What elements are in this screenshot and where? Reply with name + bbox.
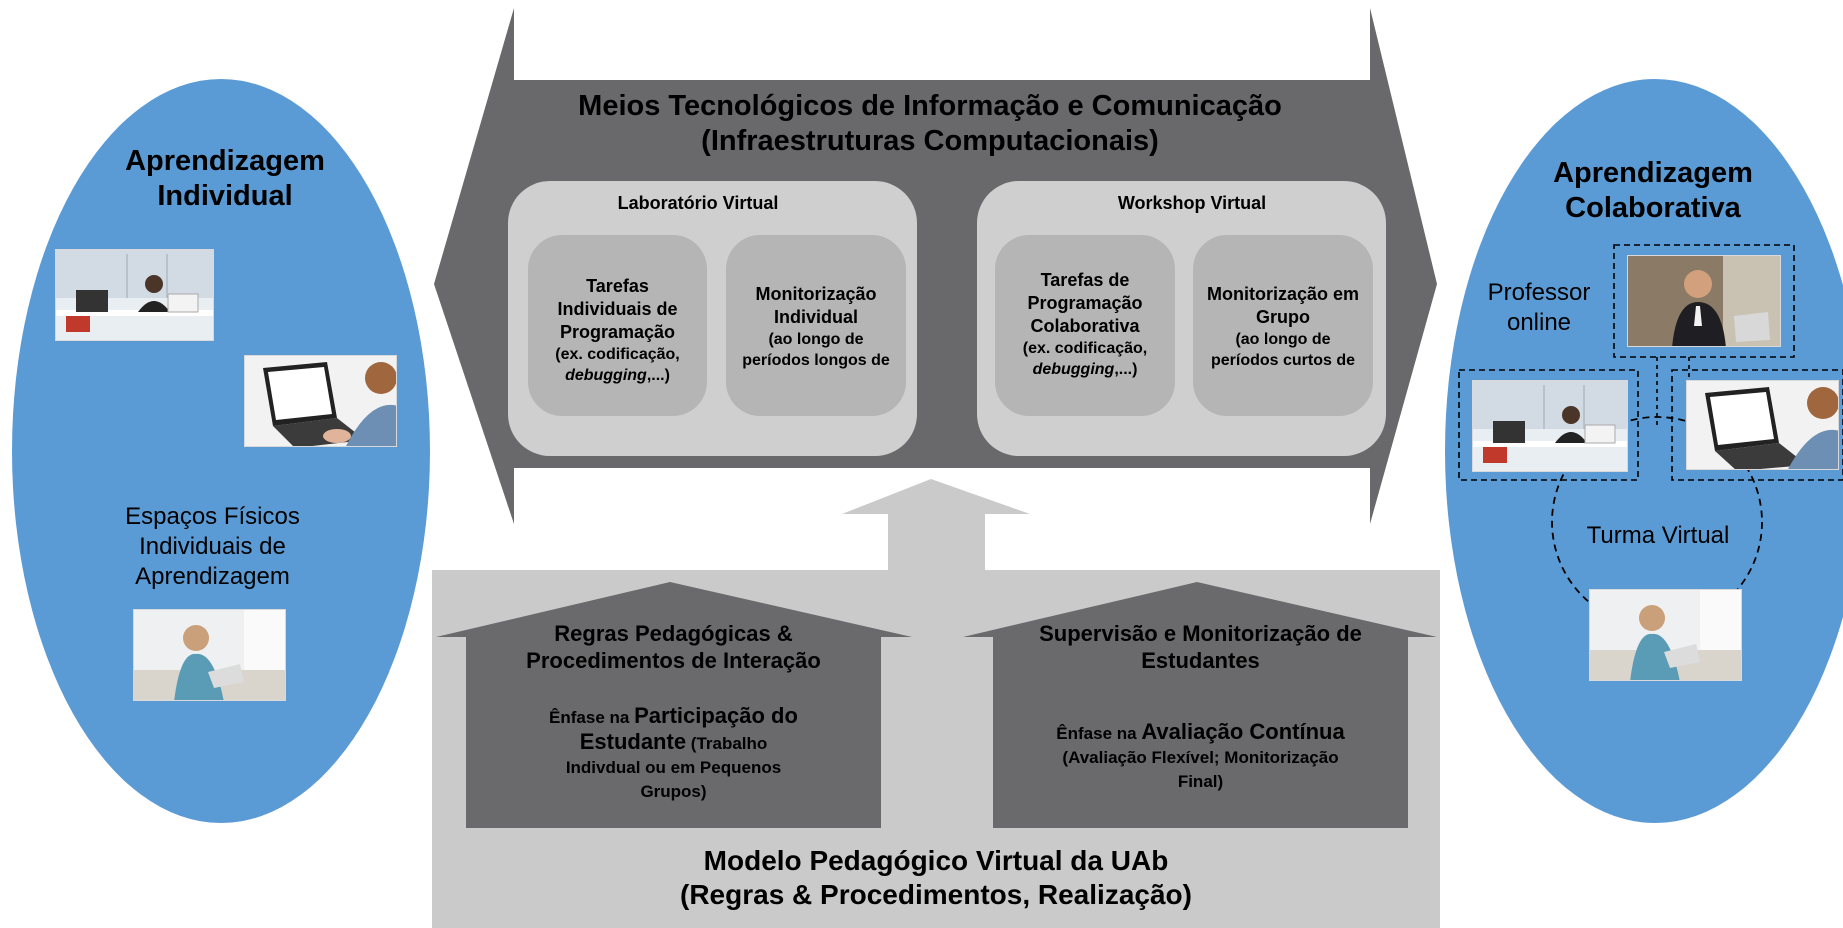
up-arrow [842, 479, 1030, 572]
workshop-card-tasks-line1: Tarefas de [1040, 270, 1130, 290]
professor-online-line2: online [1506, 309, 1572, 336]
lab-card-tasks-line3: Programação [559, 322, 676, 342]
participation-emph-line3: Indivdual ou em Pequenos [565, 758, 782, 777]
lab-card-tasks-line4: (ex. codificação, [555, 346, 680, 363]
participation-emph-small2: (Trabalho [686, 734, 768, 753]
lab-card-monitoring: Monitorização Individual (ao longo de pe… [726, 235, 906, 416]
photo-man-laptop-2-icon [1686, 380, 1839, 470]
photo-woman-desk-icon [55, 249, 214, 341]
professor-photo-frame [1613, 244, 1795, 358]
pedagogical-rules-line1: Regras Pedagógicas & [554, 621, 793, 646]
physical-spaces-label: Espaços Físicos Individuais de Aprendiza… [90, 502, 335, 592]
student-right-photo-frame [1671, 369, 1843, 481]
lab-card-tasks-italic: debugging [565, 367, 647, 384]
photo-man-laptop-icon [244, 355, 397, 447]
house-right-shape [963, 582, 1437, 828]
workshop-card-monitoring-line4: períodos curtos de [1210, 352, 1356, 369]
lab-card-tasks-line1: Tarefas [586, 276, 649, 296]
supervision-line2: Estudantes [1141, 648, 1260, 673]
hexagon-title-line1: Meios Tecnológicos de Informação e Comun… [578, 90, 1282, 122]
pedagogical-rules-line2: Procedimentos de Interação [526, 648, 821, 673]
workshop-card-monitoring-line1: Monitorização em [1206, 284, 1360, 304]
lab-card-monitoring-line3: (ao longo de [768, 331, 864, 348]
virtual-pedagogical-model-line2: (Regras & Procedimentos, Realização) [680, 879, 1192, 910]
lab-card-monitoring-line2: Individual [773, 307, 858, 327]
virtual-class-label: Turma Virtual [1586, 522, 1730, 549]
workshop-card-tasks-rest: ,...) [1114, 361, 1138, 378]
photo-woman-sofa-icon [133, 609, 286, 701]
photo-woman-desk-2-icon [1472, 380, 1628, 472]
evaluation-emphasis: Ênfase na Avaliação Contínua (Avaliação … [993, 720, 1408, 794]
evaluation-emph-line3: Final) [1177, 772, 1224, 791]
collaborative-learning-title: Aprendizagem Colaborativa [1498, 156, 1808, 226]
professor-online-label: Professor online [1462, 278, 1616, 338]
participation-emph-big2: Estudante [579, 729, 687, 754]
workshop-card-tasks-line4: (ex. codificação, [1022, 340, 1148, 357]
individual-learning-title-line2: Individual [157, 180, 293, 212]
workshop-card-tasks-italic: debugging [1032, 361, 1115, 378]
virtual-workshop-box: Workshop Virtual Tarefas de Programação … [977, 181, 1386, 456]
photo-woman-sofa-2-icon [1589, 589, 1742, 681]
photo-man-headset-icon [1627, 255, 1781, 347]
lab-card-monitoring-line1: Monitorização [755, 284, 877, 304]
individual-learning-title: Aprendizagem Individual [70, 144, 380, 214]
hexagon-title-line2: (Infraestruturas Computacionais) [701, 125, 1159, 157]
participation-emph-line4: Grupos) [640, 782, 707, 801]
collaborative-learning-title-line1: Aprendizagem [1553, 157, 1753, 189]
individual-learning-title-line1: Aprendizagem [125, 145, 325, 177]
student-left-photo-frame [1458, 369, 1639, 481]
evaluation-emph-small: Ênfase na [1056, 724, 1142, 743]
professor-online-line1: Professor [1487, 279, 1591, 306]
hexagon-title: Meios Tecnológicos de Informação e Comun… [500, 89, 1360, 159]
supervision-title: Supervisão e Monitorização de Estudantes [993, 620, 1408, 674]
participation-emph-big1: Participação do [634, 703, 798, 728]
virtual-pedagogical-model-title: Modelo Pedagógico Virtual da UAb (Regras… [432, 844, 1440, 912]
lab-card-monitoring-line4: períodos longos de [742, 352, 890, 369]
participation-emphasis: Ênfase na Participação do Estudante (Tra… [466, 704, 881, 804]
lab-card-tasks-rest: ,...) [646, 367, 670, 384]
virtual-class-circle [1551, 416, 1763, 628]
physical-spaces-line1: Espaços Físicos [125, 503, 300, 530]
evaluation-emph-big: Avaliação Contínua [1141, 719, 1345, 744]
virtual-workshop-title: Workshop Virtual [1117, 193, 1267, 213]
house-left-shape [436, 582, 912, 828]
collaborative-learning-title-line2: Colaborativa [1565, 192, 1741, 224]
physical-spaces-line3: Aprendizagem [135, 563, 290, 590]
participation-emph-small: Ênfase na [549, 708, 635, 727]
physical-spaces-line2: Individuais de [139, 533, 286, 560]
workshop-card-tasks-line3: Colaborativa [1030, 316, 1140, 336]
virtual-pedagogical-model-line1: Modelo Pedagógico Virtual da UAb [703, 845, 1169, 876]
workshop-card-tasks: Tarefas de Programação Colaborativa (ex.… [995, 235, 1175, 416]
workshop-card-monitoring-line3: (ao longo de [1235, 331, 1331, 348]
supervision-line1: Supervisão e Monitorização de [1039, 621, 1362, 646]
lab-card-tasks: Tarefas Individuais de Programação (ex. … [528, 235, 707, 416]
virtual-lab-title: Laboratório Virtual [617, 193, 779, 213]
workshop-card-tasks-line2: Programação [1027, 293, 1143, 313]
virtual-lab-box: Laboratório Virtual Tarefas Individuais … [508, 181, 917, 456]
workshop-card-monitoring: Monitorização em Grupo (ao longo de perí… [1193, 235, 1373, 416]
pedagogical-rules-title: Regras Pedagógicas & Procedimentos de In… [466, 620, 881, 674]
lab-card-tasks-line2: Individuais de [557, 299, 678, 319]
workshop-card-monitoring-line2: Grupo [1256, 307, 1310, 327]
evaluation-emph-line2: (Avaliação Flexível; Monitorização [1062, 748, 1339, 767]
